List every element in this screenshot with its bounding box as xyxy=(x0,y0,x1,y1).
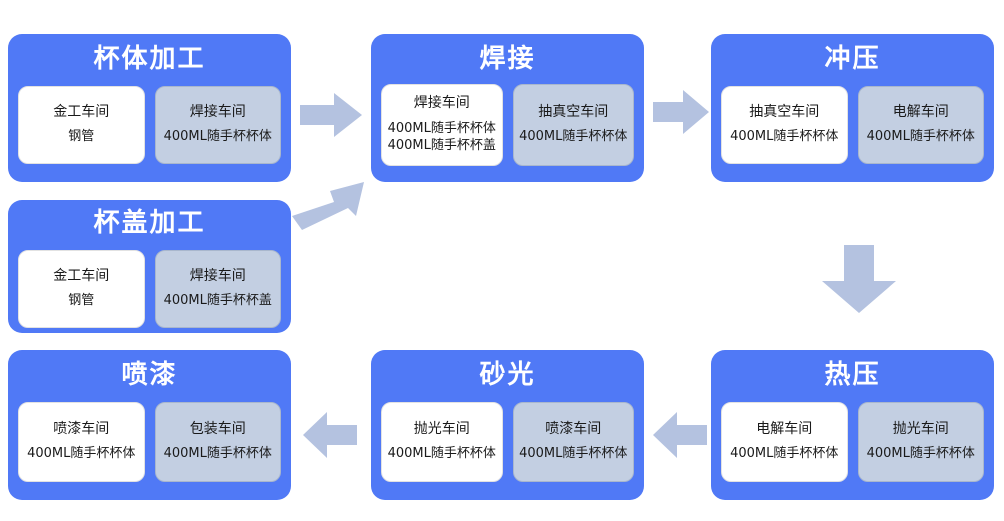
stage-title: 杯盖加工 xyxy=(93,208,206,238)
workshop-items: 400ML随手杯杯体 xyxy=(27,446,135,463)
workshop-item: 400ML随手杯杯体 xyxy=(730,446,839,462)
arrow-down-icon xyxy=(822,245,896,313)
workshop-card-gray[interactable]: 喷漆车间 400ML随手杯杯体 xyxy=(512,402,634,482)
workshop-card-white[interactable]: 抛光车间 400ML随手杯杯体 xyxy=(381,402,503,482)
arrow-up-right-icon xyxy=(290,178,366,230)
workshop-item: 400ML随手杯杯体 xyxy=(519,446,628,462)
stage-card-cup-lid[interactable]: 杯盖加工 金工车间 钢管 焊接车间 400ML随手杯杯盖 xyxy=(8,200,291,333)
arrow-right-icon xyxy=(300,93,362,137)
stage-card-sanding[interactable]: 砂光 抛光车间 400ML随手杯杯体 喷漆车间 400ML随手杯杯体 xyxy=(371,350,644,500)
workshop-items: 钢管 xyxy=(68,293,94,310)
workshop-card-gray[interactable]: 抛光车间 400ML随手杯杯体 xyxy=(857,402,984,482)
workshop-item: 400ML随手杯杯体 xyxy=(730,129,839,145)
workshop-card-gray[interactable]: 焊接车间 400ML随手杯杯盖 xyxy=(154,250,281,328)
workshop-name: 抛光车间 xyxy=(892,420,949,437)
workshop-items: 钢管 xyxy=(68,129,94,146)
stage-card-painting[interactable]: 喷漆 喷漆车间 400ML随手杯杯体 包装车间 400ML随手杯杯体 xyxy=(8,350,291,500)
stage-title: 热压 xyxy=(824,360,881,390)
arrow-right-icon xyxy=(653,90,709,134)
workshop-item: 钢管 xyxy=(68,293,95,309)
arrow-left-icon xyxy=(653,412,707,458)
workshop-row: 抽真空车间 400ML随手杯杯体 电解车间 400ML随手杯杯体 xyxy=(711,86,994,164)
workshop-name: 抽真空车间 xyxy=(749,103,820,120)
workshop-card-white[interactable]: 抽真空车间 400ML随手杯杯体 xyxy=(721,86,848,164)
workshop-item: 400ML随手杯杯体 xyxy=(163,446,272,462)
workshop-items: 400ML随手杯杯体 400ML随手杯杯盖 xyxy=(388,121,496,155)
stage-title: 砂光 xyxy=(479,360,536,390)
workshop-items: 400ML随手杯杯体 xyxy=(730,129,838,146)
workshop-item: 400ML随手杯杯体 xyxy=(27,446,136,462)
workshop-row: 喷漆车间 400ML随手杯杯体 包装车间 400ML随手杯杯体 xyxy=(8,402,291,482)
stage-title: 焊接 xyxy=(479,44,536,74)
workshop-card-white[interactable]: 金工车间 钢管 xyxy=(18,250,145,328)
workshop-name: 抽真空车间 xyxy=(538,103,609,120)
stage-card-cup-body[interactable]: 杯体加工 金工车间 钢管 焊接车间 400ML随手杯杯体 xyxy=(8,34,291,182)
workshop-item: 400ML随手杯杯体 xyxy=(387,120,496,136)
workshop-name: 喷漆车间 xyxy=(53,420,110,437)
workshop-items: 400ML随手杯杯体 xyxy=(730,446,838,463)
stage-card-weld[interactable]: 焊接 焊接车间 400ML随手杯杯体 400ML随手杯杯盖 抽真空车间 400M… xyxy=(371,34,644,182)
workshop-items: 400ML随手杯杯体 xyxy=(164,446,272,463)
workshop-name: 电解车间 xyxy=(892,103,949,120)
workshop-row: 金工车间 钢管 焊接车间 400ML随手杯杯盖 xyxy=(8,250,291,328)
arrow-left-icon xyxy=(303,412,357,458)
workshop-item: 400ML随手杯杯体 xyxy=(163,129,272,145)
workshop-name: 包装车间 xyxy=(189,420,246,437)
workshop-card-gray[interactable]: 电解车间 400ML随手杯杯体 xyxy=(857,86,984,164)
workshop-card-gray[interactable]: 包装车间 400ML随手杯杯体 xyxy=(154,402,281,482)
stage-title: 杯体加工 xyxy=(93,44,206,74)
workshop-items: 400ML随手杯杯体 xyxy=(867,129,975,146)
workshop-item: 400ML随手杯杯盖 xyxy=(387,137,496,153)
workshop-name: 喷漆车间 xyxy=(545,420,602,437)
stage-title: 冲压 xyxy=(824,44,881,74)
workshop-row: 焊接车间 400ML随手杯杯体 400ML随手杯杯盖 抽真空车间 400ML随手… xyxy=(371,84,644,166)
workshop-name: 焊接车间 xyxy=(189,103,246,120)
workshop-item: 400ML随手杯杯体 xyxy=(519,129,628,145)
workshop-items: 400ML随手杯杯体 xyxy=(519,446,627,463)
workshop-name: 抛光车间 xyxy=(413,420,470,437)
workshop-items: 400ML随手杯杯盖 xyxy=(164,293,272,310)
workshop-item: 400ML随手杯杯体 xyxy=(866,446,975,462)
stage-title: 喷漆 xyxy=(121,360,178,390)
workshop-card-white[interactable]: 喷漆车间 400ML随手杯杯体 xyxy=(18,402,145,482)
workshop-row: 抛光车间 400ML随手杯杯体 喷漆车间 400ML随手杯杯体 xyxy=(371,402,644,482)
workshop-items: 400ML随手杯杯体 xyxy=(867,446,975,463)
workshop-item: 400ML随手杯杯体 xyxy=(387,446,496,462)
workshop-card-gray[interactable]: 抽真空车间 400ML随手杯杯体 xyxy=(512,84,634,166)
workshop-items: 400ML随手杯杯体 xyxy=(388,446,496,463)
workshop-name: 焊接车间 xyxy=(189,267,246,284)
workshop-items: 400ML随手杯杯体 xyxy=(519,129,627,146)
workshop-items: 400ML随手杯杯体 xyxy=(164,129,272,146)
workshop-card-white[interactable]: 焊接车间 400ML随手杯杯体 400ML随手杯杯盖 xyxy=(381,84,503,166)
workshop-card-white[interactable]: 金工车间 钢管 xyxy=(18,86,145,164)
workshop-name: 电解车间 xyxy=(756,420,813,437)
workshop-name: 金工车间 xyxy=(53,103,110,120)
stage-card-stamping[interactable]: 冲压 抽真空车间 400ML随手杯杯体 电解车间 400ML随手杯杯体 xyxy=(711,34,994,182)
workshop-item: 钢管 xyxy=(68,129,95,145)
workshop-name: 焊接车间 xyxy=(413,95,470,112)
workshop-card-white[interactable]: 电解车间 400ML随手杯杯体 xyxy=(721,402,848,482)
workshop-row: 金工车间 钢管 焊接车间 400ML随手杯杯体 xyxy=(8,86,291,164)
workshop-item: 400ML随手杯杯盖 xyxy=(163,293,272,309)
workshop-row: 电解车间 400ML随手杯杯体 抛光车间 400ML随手杯杯体 xyxy=(711,402,994,482)
workshop-card-gray[interactable]: 焊接车间 400ML随手杯杯体 xyxy=(154,86,281,164)
stage-card-hot-press[interactable]: 热压 电解车间 400ML随手杯杯体 抛光车间 400ML随手杯杯体 xyxy=(711,350,994,500)
workshop-item: 400ML随手杯杯体 xyxy=(866,129,975,145)
workshop-name: 金工车间 xyxy=(53,267,110,284)
